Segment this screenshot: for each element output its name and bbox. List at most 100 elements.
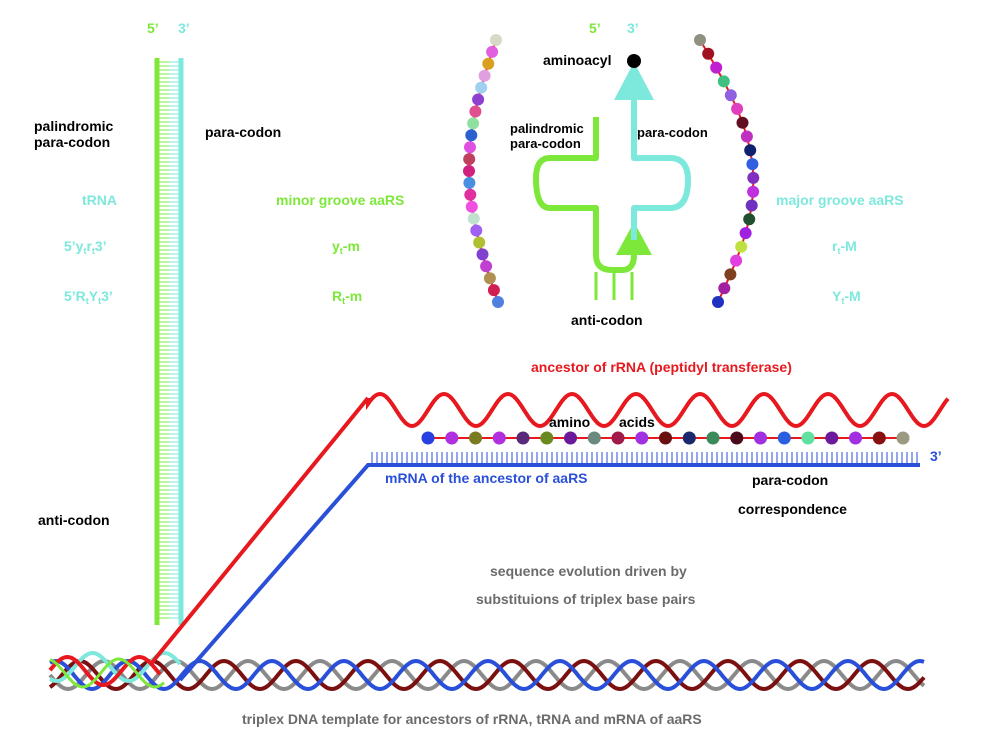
amino-acid-bead [540,431,554,445]
amino-acid-bead [635,431,649,445]
sequence-evolution-line1: sequence evolution driven by [490,563,687,579]
chain-bead [463,153,476,166]
amino-acid-bead [587,431,601,445]
chain-bead [492,296,504,308]
trna-cyan-acceptor-arrow [614,62,654,100]
chain-bead [463,165,475,177]
major-groove-label: major groove aaRS [776,192,904,208]
chain-bead [464,188,477,201]
trna-para-codon-label: para-codon [637,125,708,140]
triplex-caption: triplex DNA template for ancestors of rR… [242,711,702,727]
chain-bead [482,57,495,70]
para-codon-correspondence-line1: para-codon [752,472,829,488]
palindromic-label-line1: palindromic [34,118,114,134]
chain-bead [465,129,478,142]
para-codon-correspondence-line2: correspondence [738,501,847,517]
rm-label: Rt-m [332,288,363,306]
chain-bead [467,117,480,130]
amino-acid-bead [516,431,530,445]
rm-upper-label: rt-M [832,238,857,256]
amino-acid-bead [872,431,886,445]
chain-bead [483,272,496,285]
chain-bead [490,34,502,46]
palindromic-label-line2: para-codon [34,134,111,150]
chain-bead [487,284,500,297]
helix-darkred-strand [48,658,926,692]
amino-acid-bead [730,431,744,445]
chain-bead [740,130,753,143]
amino-acid-bead [659,431,672,445]
yr-motif-label: 5’ytrt3’ [64,238,107,256]
ry-motif-label: 5’RtYt3’ [64,288,113,306]
amino-acid-bead [777,431,791,445]
left-five-prime-label: 5’ [147,20,159,36]
chain-bead [717,75,730,88]
chain-bead [735,240,748,253]
chain-bead [472,93,485,106]
amino-acid-bead [445,431,459,445]
chain-bead [480,260,493,273]
amino-acid-bead [611,431,625,445]
helix-red-overlay [48,654,162,688]
minor-groove-label: minor groove aaRS [276,192,405,208]
right-bead-chain [694,34,760,308]
amino-acid-bead [849,431,862,445]
trna-palindromic-line1: palindromic [510,121,584,136]
chain-bead [465,200,478,213]
chain-bead [747,171,760,184]
chain-bead [724,89,737,102]
chain-bead [478,69,491,82]
chain-bead [731,102,744,115]
helix-green-overlay [49,657,165,689]
chain-bead [470,224,483,237]
acids-label: acids [619,414,655,430]
aminoacyl-dot [627,54,641,68]
mrna-label: mRNA of the ancestor of aaRS [385,470,588,486]
mrna-ticks [371,452,918,463]
triplex-helix [48,650,926,692]
chain-bead [476,248,489,261]
rrna-strand [148,396,370,667]
trna-palindromic-line2: para-codon [510,136,581,151]
amino-label: amino [549,414,591,430]
vertical-strand-ticks [157,61,181,619]
aminoacyl-label: aminoacyl [543,52,612,68]
trna-cloverleaf [533,54,691,300]
chain-bead [746,158,759,171]
chain-bead [473,236,486,249]
amino-acid-bead [492,431,506,445]
amino-acid-bead [825,431,839,445]
chain-bead [744,144,757,157]
mrna-three-prime-label: 3’ [930,448,942,464]
chain-bead [724,268,737,281]
amino-acid-chain [421,431,910,445]
chain-bead [747,185,760,198]
chain-bead [736,116,749,129]
amino-acid-bead [706,431,720,445]
chain-bead [730,254,743,267]
trna-five-prime-label: 5’ [589,20,601,36]
mrna-strand [178,463,920,682]
chain-bead [739,227,752,240]
amino-acid-bead [682,431,696,445]
trna-three-prime-label: 3’ [627,20,639,36]
left-three-prime-label: 3’ [178,20,190,36]
rrna-wave [366,391,950,429]
amino-acid-bead [421,431,435,445]
chain-bead [718,282,731,295]
chain-bead [710,61,723,74]
chain-bead [486,45,499,58]
trna-label: tRNA [82,192,117,208]
chain-bead [702,47,715,60]
amino-acid-bead [896,431,910,445]
chain-bead [469,105,482,118]
left-bead-chain [463,34,504,308]
amino-acid-bead [469,431,482,445]
chain-bead [475,81,488,94]
chain-bead [745,199,758,212]
ym-label: yt-m [332,238,360,256]
rrna-ancestor-label: ancestor of rRNA (peptidyl transferase) [531,359,792,375]
sequence-evolution-line2: substituions of triplex base pairs [476,591,696,607]
chain-bead [464,141,476,154]
chain-bead [712,296,724,308]
